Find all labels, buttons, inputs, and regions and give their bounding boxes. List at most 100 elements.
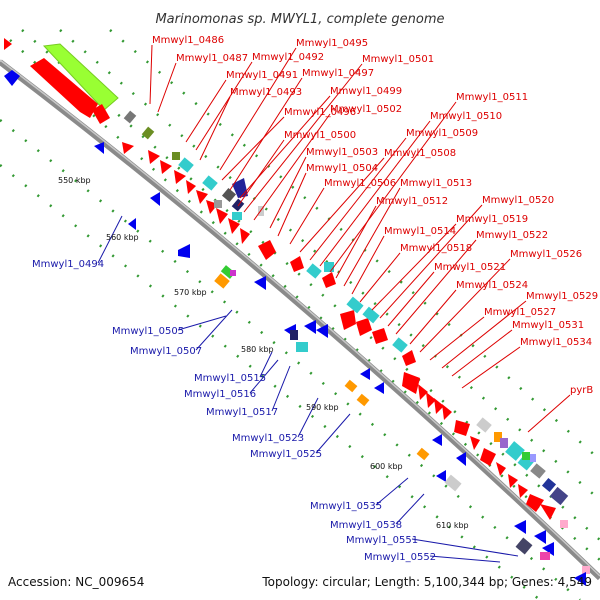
forward-gene-label[interactable]: Mmwyl1_0531 (512, 320, 584, 331)
forward-gene-label[interactable]: Mmwyl1_0512 (376, 196, 448, 207)
reverse-gene-label[interactable]: Mmwyl1_0517 (206, 407, 278, 418)
forward-gene (216, 208, 228, 224)
forward-gene-label[interactable]: Mmwyl1_0511 (456, 92, 528, 103)
leader-line (343, 187, 401, 287)
reverse-gene-label[interactable]: Mmwyl1_0552 (364, 552, 436, 563)
purple-gene (500, 438, 508, 448)
reverse-gene-label[interactable]: Mmwyl1_0535 (310, 501, 382, 512)
forward-gene (4, 38, 12, 50)
forward-gene-label[interactable]: Mmwyl1_0520 (482, 195, 554, 206)
forward-gene-label[interactable]: Mmwyl1_0495 (296, 38, 368, 49)
reverse-gene (94, 142, 104, 154)
leader-line (97, 215, 123, 264)
forward-gene (322, 272, 336, 288)
cyan-gene (362, 306, 380, 324)
forward-gene-label[interactable]: Mmwyl1_0526 (510, 249, 582, 260)
reverse-gene-label[interactable]: Mmwyl1_0507 (130, 346, 202, 357)
forward-gene-label[interactable]: Mmwyl1_0486 (152, 35, 224, 46)
green-gene (522, 452, 530, 460)
forward-gene-label[interactable]: Mmwyl1_0496 (284, 107, 356, 118)
forward-gene-label[interactable]: Mmwyl1_0492 (252, 52, 324, 63)
leader-line (395, 239, 477, 335)
forward-gene-label[interactable]: Mmwyl1_0502 (330, 104, 402, 115)
rrna-feature (42, 43, 119, 111)
forward-gene-label[interactable]: Mmwyl1_0501 (362, 54, 434, 65)
reverse-gene (316, 324, 328, 338)
forward-gene (196, 190, 208, 204)
reverse-gene (432, 434, 442, 446)
forward-gene (402, 350, 416, 366)
olive-gene (141, 126, 155, 140)
cyan-gene (324, 262, 334, 272)
leader-line (259, 351, 273, 378)
forward-gene-label[interactable]: Mmwyl1_0500 (284, 130, 356, 141)
reverse-gene-label[interactable]: Mmwyl1_0505 (112, 326, 184, 337)
forward-gene (442, 404, 452, 420)
forward-gene-label[interactable]: Mmwyl1_0506 (324, 178, 396, 189)
feature-track (4, 38, 590, 586)
leader-line (395, 493, 425, 525)
leader-line (527, 394, 571, 433)
forward-gene-label[interactable]: Mmwyl1_0513 (400, 178, 472, 189)
forward-gene-label[interactable]: Mmwyl1_0504 (306, 163, 378, 174)
forward-gene-label[interactable]: Mmwyl1_0519 (456, 214, 528, 225)
forward-gene-labels: Mmwyl1_0486Mmwyl1_0487Mmwyl1_0491Mmwyl1_… (152, 35, 598, 396)
reverse-gene-label[interactable]: Mmwyl1_0515 (194, 373, 266, 384)
leader-line (329, 101, 457, 273)
guide-rings (0, 29, 600, 600)
gray-gene (530, 463, 546, 479)
pink-gene (540, 552, 550, 560)
reverse-gene-label[interactable]: Mmwyl1_0525 (250, 449, 322, 460)
forward-gene-label[interactable]: Mmwyl1_0529 (526, 291, 598, 302)
cyan-gene (346, 296, 364, 314)
forward-gene-label[interactable]: Mmwyl1_0527 (484, 307, 556, 318)
forward-gene-label[interactable]: Mmwyl1_0524 (456, 280, 528, 291)
leader-line (199, 96, 231, 161)
forward-gene-label[interactable]: Mmwyl1_0509 (406, 128, 478, 139)
forward-gene-label[interactable]: Mmwyl1_0521 (434, 262, 506, 273)
forward-gene-label[interactable]: Mmwyl1_0510 (430, 111, 502, 122)
forward-gene (454, 420, 470, 436)
forward-gene-label[interactable]: Mmwyl1_0499 (330, 86, 402, 97)
reverse-gene-label[interactable]: Mmwyl1_0516 (184, 389, 256, 400)
leader-line (387, 271, 435, 327)
reverse-gene (542, 542, 554, 556)
leader-line (243, 63, 363, 213)
leader-line (299, 157, 385, 253)
reverse-gene-label[interactable]: Mmwyl1_0494 (32, 259, 104, 270)
reverse-gene (128, 218, 136, 230)
forward-gene-label[interactable]: Mmwyl1_0503 (306, 147, 378, 158)
forward-gene (174, 170, 186, 184)
forward-gene (540, 504, 556, 520)
navy-gene (541, 477, 557, 493)
forward-gene-label[interactable]: Mmwyl1_0518 (400, 243, 472, 254)
leader-line (237, 139, 285, 207)
forward-gene-label[interactable]: Mmwyl1_0497 (302, 68, 374, 79)
forward-gene-label[interactable]: Mmwyl1_0508 (384, 148, 456, 159)
forward-gene-label[interactable]: pyrB (570, 385, 593, 396)
forward-gene-label[interactable]: Mmwyl1_0491 (226, 70, 298, 81)
orange-gene (416, 447, 430, 461)
forward-gene-label[interactable]: Mmwyl1_0514 (384, 226, 456, 237)
forward-gene (356, 318, 372, 336)
forward-gene-label[interactable]: Mmwyl1_0522 (476, 230, 548, 241)
forward-gene-label[interactable]: Mmwyl1_0493 (230, 87, 302, 98)
tick-label: 590 kbp (306, 403, 339, 412)
reverse-gene-label[interactable]: Mmwyl1_0523 (232, 433, 304, 444)
forward-gene (228, 218, 240, 234)
orange-gene (356, 393, 370, 407)
forward-gene-label[interactable]: Mmwyl1_0487 (176, 53, 248, 64)
reverse-gene-label[interactable]: Mmwyl1_0538 (330, 520, 402, 531)
reverse-gene-label[interactable]: Mmwyl1_0551 (346, 535, 418, 546)
gray-gene (476, 417, 492, 433)
map-title: Marinomonas sp. MWYL1, complete genome (155, 12, 444, 27)
navy-gene (515, 537, 533, 555)
leader-line (249, 359, 279, 394)
forward-gene-label[interactable]: Mmwyl1_0534 (520, 337, 592, 348)
forward-gene (496, 462, 506, 476)
forward-gene (148, 150, 160, 164)
gray-gene (214, 200, 222, 208)
leader-line (309, 137, 407, 261)
